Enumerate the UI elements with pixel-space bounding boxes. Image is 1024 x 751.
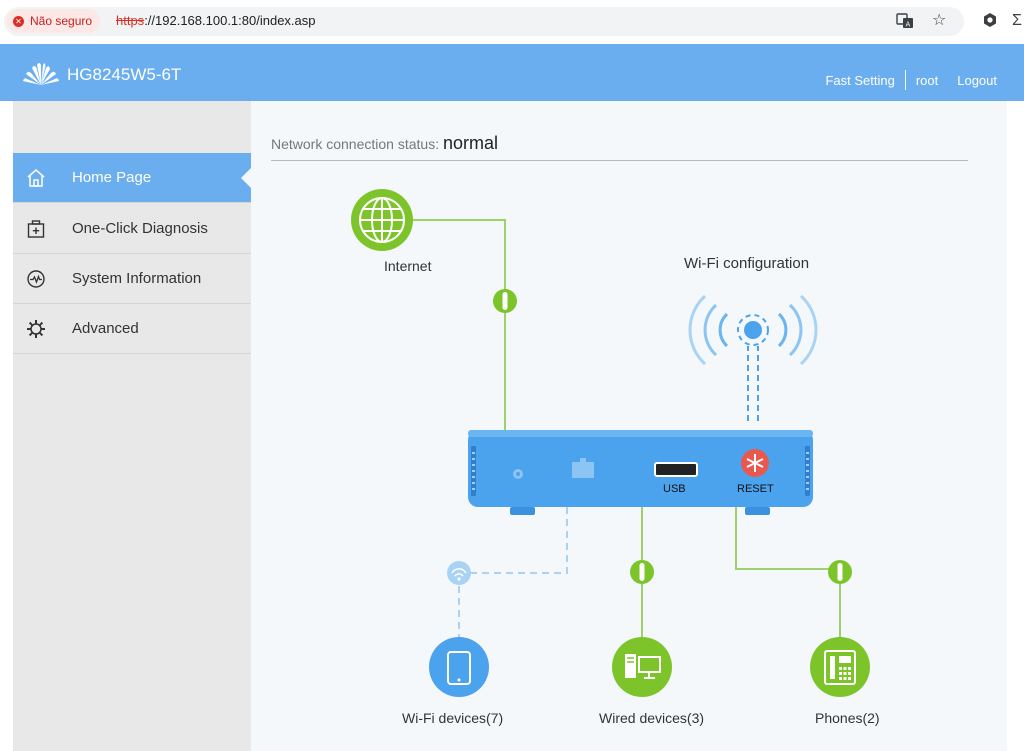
phones-icon (810, 637, 870, 697)
bookmark-star-icon[interactable]: ☆ (932, 12, 947, 29)
wifi-link-icon (447, 561, 471, 585)
sidebar-item-label: Advanced (72, 320, 139, 337)
connection-lines (412, 219, 841, 639)
browser-toolbar: ✕ Não seguro https://192.168.100.1:80/in… (0, 0, 1024, 44)
wired-devices-button[interactable] (612, 637, 672, 697)
wifi-signal-icon (688, 294, 818, 366)
sidebar-item-label: System Information (72, 270, 202, 287)
user-name[interactable]: root (915, 72, 939, 88)
home-icon (25, 167, 47, 189)
router-icon (468, 430, 813, 515)
more-icon[interactable]: Σ (1012, 12, 1022, 29)
internet-label: Internet (384, 258, 432, 274)
address-bar[interactable] (4, 7, 964, 36)
phone-connector-icon (828, 560, 852, 584)
sidebar-item-home-page[interactable]: Home Page (13, 153, 251, 203)
wifi-devices-icon (429, 637, 489, 697)
svg-text:A: A (906, 21, 911, 29)
gear-icon (25, 318, 47, 340)
internet-globe-icon (351, 189, 413, 251)
wifi-devices-label: Wi-Fi devices(7) (402, 710, 504, 726)
extension-icon[interactable] (982, 12, 998, 33)
network-status: Network connection status: normal (271, 133, 498, 154)
header-links: Fast Setting root Logout (825, 70, 997, 90)
phones-label: Phones(2) (815, 710, 880, 726)
header-divider (904, 70, 906, 90)
translate-icon[interactable]: A (896, 12, 914, 35)
wired-devices-icon (612, 637, 672, 697)
sidebar: Home Page One-Click Diagnosis System Inf… (13, 101, 251, 751)
sidebar-item-system-information[interactable]: System Information (13, 254, 251, 304)
device-model-title: HG8245W5-6T (67, 65, 182, 84)
usb-port-label: USB (663, 483, 686, 495)
security-label: Não seguro (30, 14, 93, 28)
app-header: HG8245W5-6T Fast Setting root Logout (0, 44, 1024, 101)
fast-setting-link[interactable]: Fast Setting (825, 72, 895, 88)
wired-connector-icon (630, 560, 654, 584)
sidebar-item-label: Home Page (72, 169, 152, 186)
sidebar-item-advanced[interactable]: Advanced (13, 304, 251, 354)
wifi-devices-button[interactable] (429, 637, 489, 697)
internet-node-button[interactable] (351, 189, 413, 251)
wifi-configuration-button[interactable] (691, 289, 815, 373)
pulse-icon (25, 268, 47, 290)
network-topology-diagram (351, 189, 870, 697)
network-status-label: Network connection status: (271, 136, 440, 152)
sidebar-item-label: One-Click Diagnosis (72, 220, 208, 237)
reset-button-label: RESET (737, 483, 774, 495)
network-status-value: normal (442, 133, 499, 153)
main-content: Network connection status: normal (251, 101, 1007, 751)
huawei-logo-icon (23, 63, 59, 85)
logout-link[interactable]: Logout (957, 72, 997, 88)
security-warning-chip[interactable]: ✕ Não seguro (7, 9, 101, 33)
phones-button[interactable] (810, 637, 870, 697)
wifi-configuration-label: Wi-Fi configuration (684, 255, 810, 272)
sidebar-item-one-click-diagnosis[interactable]: One-Click Diagnosis (13, 204, 251, 254)
url-rest: ://192.168.100.1:80/index.asp (144, 13, 316, 28)
diagnosis-icon (25, 218, 47, 240)
url-scheme: https (116, 13, 145, 28)
url-text[interactable]: https://192.168.100.1:80/index.asp (116, 13, 316, 28)
wired-devices-label: Wired devices(3) (599, 710, 705, 726)
internet-connector-icon (493, 289, 517, 313)
not-secure-icon: ✕ (13, 15, 24, 27)
status-divider (271, 160, 968, 161)
